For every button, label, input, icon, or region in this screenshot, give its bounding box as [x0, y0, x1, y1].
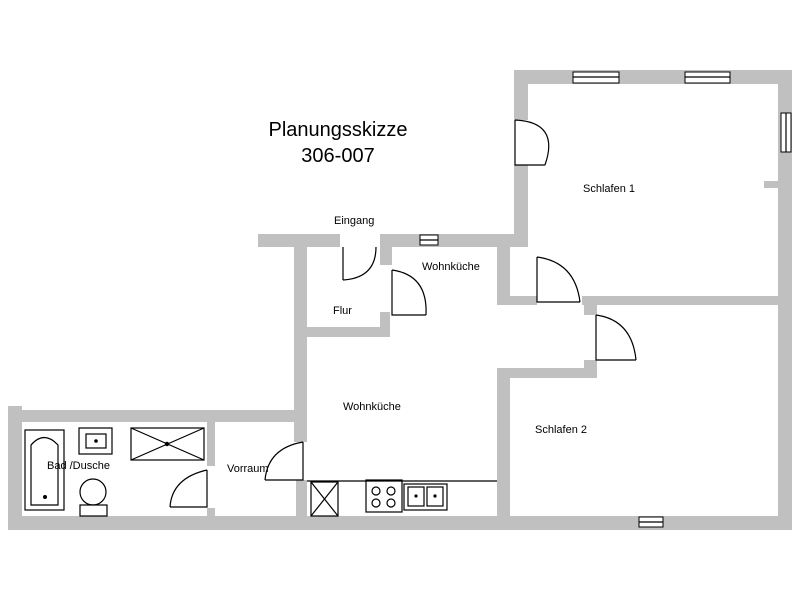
walls	[8, 70, 792, 530]
room-label-wohnkueche: Wohnküche	[343, 401, 401, 413]
bathtub	[24, 429, 65, 511]
washbasin	[78, 427, 113, 455]
title-line1: Planungsskizze	[268, 119, 408, 141]
title-line2: 306-007	[301, 145, 375, 167]
room-label-eingang: Eingang	[334, 215, 375, 227]
room-label-wohnkueche-upper: Wohnküche	[422, 261, 480, 273]
room-label-schlafen-2: Schlafen 2	[535, 424, 587, 436]
fixtures	[24, 427, 497, 517]
fridge	[310, 481, 339, 517]
room-label-schlafen-1: Schlafen 1	[583, 183, 635, 195]
room-label-flur: Flur	[333, 305, 352, 317]
sink	[403, 483, 448, 511]
stove	[365, 479, 403, 513]
doors	[169, 119, 637, 508]
room-label-vorraum: Vorraum	[227, 463, 269, 475]
toilet	[79, 478, 107, 506]
shower-tray	[130, 427, 205, 461]
windows	[419, 71, 792, 528]
room-label-bad: Bad /Dusche	[47, 460, 110, 472]
plan-title: Planungsskizze 306-007	[238, 117, 438, 169]
